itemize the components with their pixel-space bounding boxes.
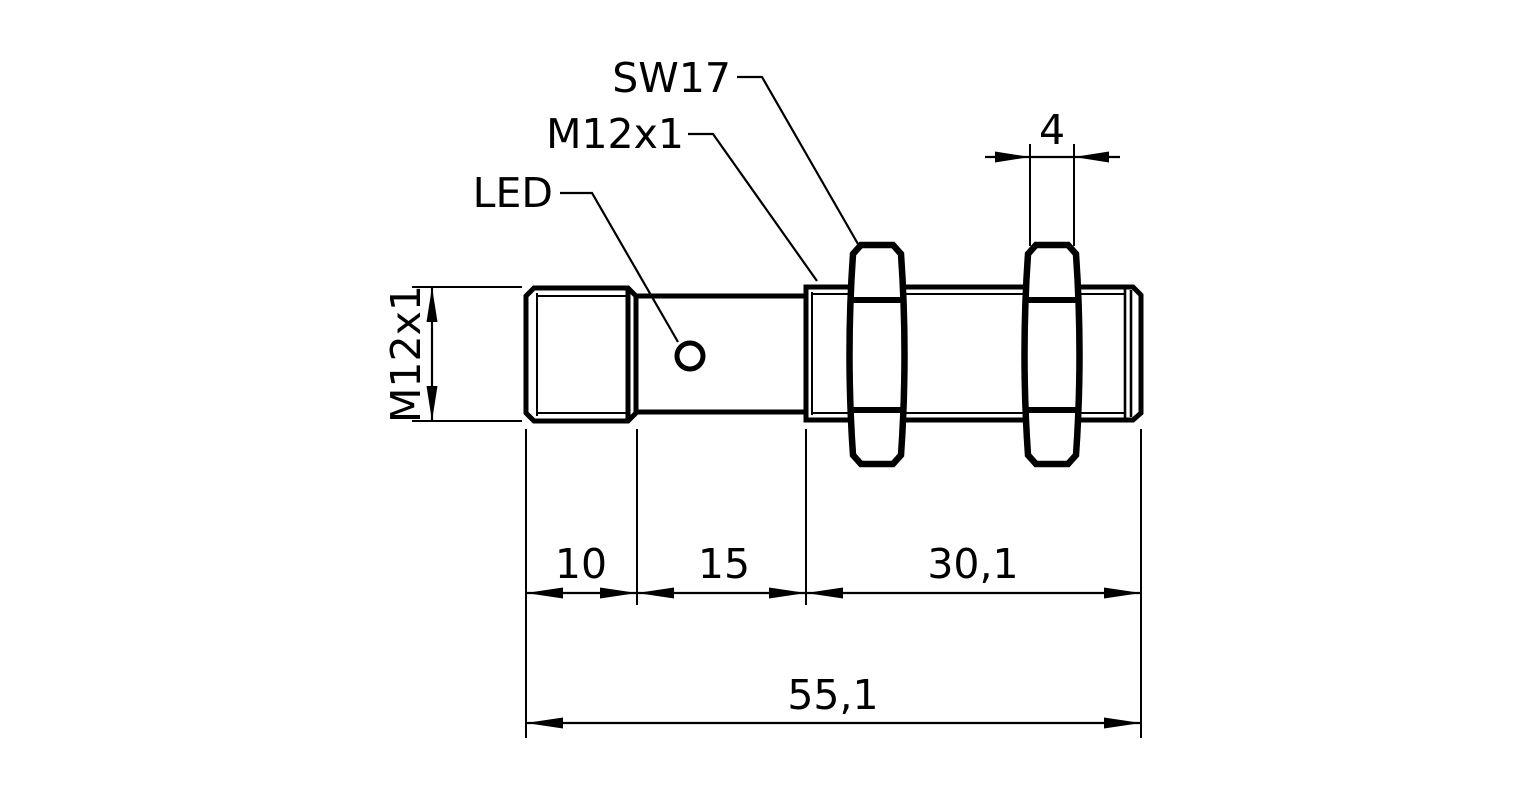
leader-lines xyxy=(560,75,859,343)
arrowhead xyxy=(526,587,563,599)
connector-thread-lines xyxy=(536,290,631,419)
led-indicator-circle xyxy=(674,340,706,372)
dimension-connector-thread: M12x1 xyxy=(382,285,522,423)
hex-nut-2 xyxy=(1021,241,1083,468)
dimension-row-segments: 10 15 30,1 xyxy=(525,429,1142,738)
arrowhead xyxy=(995,151,1030,163)
end-cap-lines xyxy=(1123,289,1133,418)
dim-text-total-length: 55,1 xyxy=(787,671,878,719)
leader-sw17 xyxy=(737,75,859,245)
arrowhead xyxy=(426,386,438,421)
hex-nut-1 xyxy=(846,241,908,468)
arrowhead xyxy=(426,287,438,322)
sensor-body xyxy=(523,241,1144,468)
hex-nut-1-facets xyxy=(850,297,904,413)
label-led: LED xyxy=(473,169,553,217)
dim-text-connector-thread: M12x1 xyxy=(382,285,430,423)
leader-led xyxy=(560,191,679,343)
arrowhead xyxy=(1074,151,1109,163)
leader-m12x1-barrel xyxy=(688,132,818,282)
arrowhead xyxy=(637,587,674,599)
dim-text-mid-length: 15 xyxy=(698,540,750,588)
arrowhead xyxy=(806,587,843,599)
arrowhead xyxy=(1104,717,1141,729)
label-m12x1-barrel: M12x1 xyxy=(546,110,684,158)
callout-labels: SW17 M12x1 LED xyxy=(473,54,731,217)
arrowhead xyxy=(769,587,806,599)
label-sw17: SW17 xyxy=(612,54,731,102)
dim-text-connector-length: 10 xyxy=(555,540,607,588)
arrowhead xyxy=(526,717,563,729)
connector-thread-section xyxy=(523,285,639,424)
dim-text-nut-width: 4 xyxy=(1039,106,1065,154)
arrowhead xyxy=(1104,587,1141,599)
dimension-nut-width: 4 xyxy=(985,106,1120,246)
hex-nut-2-facets xyxy=(1025,297,1079,413)
dim-text-barrel-length: 30,1 xyxy=(927,540,1018,588)
dimension-total-length: 55,1 xyxy=(526,671,1141,729)
arrowhead xyxy=(600,587,637,599)
